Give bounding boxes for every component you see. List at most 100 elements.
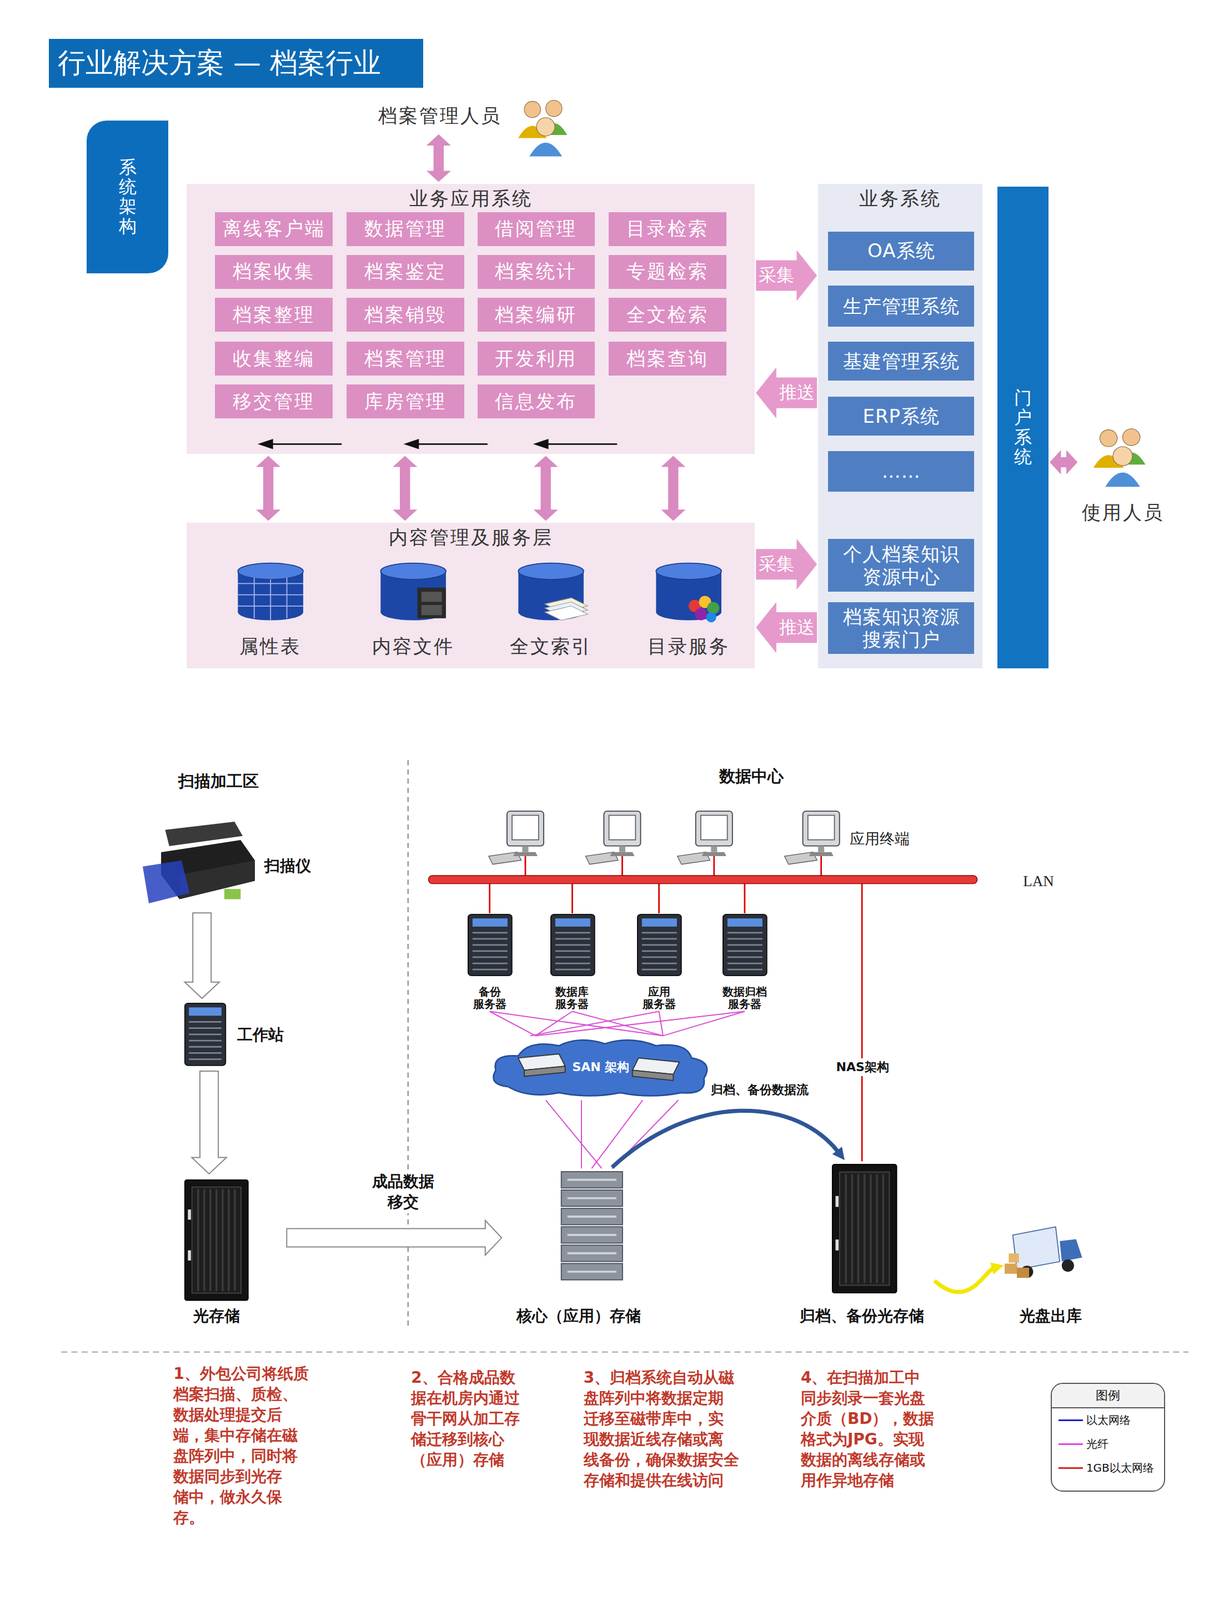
node-text: 借阅管理 (494, 216, 578, 242)
dbg-icon (233, 560, 308, 625)
arrow-head (832, 1146, 845, 1160)
node-text: 使用人员 (1081, 499, 1165, 526)
legend-text: 光纤 (1086, 1436, 1109, 1452)
node-box: 信息发布 (477, 384, 595, 419)
dbp-icon (514, 560, 588, 625)
art-part (567, 1178, 616, 1181)
node-text: 数据归档 服务器 (720, 985, 770, 1010)
node-text: 专题检索 (626, 258, 709, 285)
art-part (1016, 1266, 1030, 1277)
node-text: 档案销毁 (364, 302, 447, 328)
edge-label: 归档、备份数据流 (709, 1080, 811, 1099)
art-part (621, 855, 624, 876)
stack-icon (559, 1171, 625, 1282)
art-part (188, 1026, 222, 1029)
art-part (560, 1262, 622, 1279)
node-box: 档案知识资源 搜索门户 (828, 602, 975, 655)
art-part (655, 563, 722, 580)
art-part (545, 99, 563, 117)
art-part (535, 439, 548, 449)
art-part (881, 1174, 885, 1283)
legend-row: 光纤 (1051, 1431, 1165, 1456)
art-part (585, 810, 641, 865)
node-box: 档案管理人员 (369, 99, 511, 133)
art-part (224, 888, 241, 899)
art-part (472, 917, 508, 927)
art-part (188, 1032, 222, 1035)
art-part (215, 1188, 218, 1291)
node-text: 信息发布 (494, 388, 578, 415)
art-part (784, 810, 840, 865)
node-text: 档案管理 (364, 345, 447, 372)
art-part (1122, 428, 1140, 446)
art-part (187, 1209, 192, 1219)
art-part (641, 937, 677, 940)
art-part (268, 443, 342, 445)
legend-title: 图例 (1051, 1383, 1165, 1408)
node-box: 光盘出库 (1004, 1222, 1097, 1327)
art-part (417, 587, 446, 619)
dbf-icon (376, 560, 450, 625)
art-part (550, 914, 595, 976)
art-part (567, 1270, 616, 1273)
art-part (518, 563, 584, 580)
art-part (1012, 1226, 1061, 1269)
server-icon (549, 913, 596, 977)
node-text: 门户系统 (1014, 388, 1032, 467)
legend-row: 1GB以太网络 (1051, 1455, 1165, 1480)
art-part (555, 950, 591, 952)
art-part (835, 1195, 839, 1207)
art-part (727, 968, 763, 971)
art-part (1112, 446, 1133, 466)
fiber-line (591, 1099, 643, 1168)
node-text: 应用 服务器 (640, 985, 679, 1010)
node-text: 收集整编 (232, 345, 315, 372)
node-box: 备份 服务器 (460, 910, 519, 1010)
area-label: 扫描加工区 (178, 770, 259, 793)
node-box: 档案查询 (608, 341, 726, 376)
art-part (727, 931, 763, 934)
art-part (567, 1233, 616, 1236)
flow-path (611, 1110, 839, 1167)
node-box: …… (828, 450, 975, 493)
node-text: 目录服务 (647, 633, 730, 660)
fiber-line (545, 1099, 603, 1168)
server-icon (636, 913, 683, 977)
scanner-icon (142, 821, 258, 909)
art-part (555, 968, 591, 971)
art-part (188, 1039, 222, 1041)
arrow-head (990, 1262, 1004, 1274)
art-part (555, 956, 591, 958)
node-text: 档案编研 (494, 302, 578, 328)
step-note: 3、归档系统自动从磁 盘阵列中将数据定期 迁移至磁带库中，实 现数据近线存储或离… (583, 1366, 744, 1491)
art-part (197, 1188, 235, 1291)
node-text: 归档、备份光存储 (799, 1305, 925, 1327)
node-box: 数据管理 (346, 212, 464, 247)
double-arrow (1049, 449, 1078, 475)
flow-curve (934, 1262, 1005, 1292)
art-part (421, 604, 443, 615)
art-part (844, 1174, 847, 1283)
rack-icon (183, 1178, 250, 1301)
art-part (61, 1351, 1189, 1353)
node-box: 全文检索 (608, 297, 726, 332)
edge-label: 成品数据 移交 (367, 1170, 439, 1213)
art-part (1099, 429, 1117, 447)
art-part (472, 950, 508, 952)
dbc-icon (651, 560, 726, 625)
node-text: 基建管理系统 (843, 349, 960, 373)
node-text: 内容管理及服务层 (388, 522, 554, 551)
node-text: 开发利用 (494, 345, 578, 372)
node-text: 光盘出库 (1019, 1305, 1082, 1327)
node-text: ERP系统 (863, 404, 941, 428)
art-part (414, 443, 488, 445)
node-box: 核心（应用）存储 (504, 1167, 653, 1327)
step-note: 2、合格成品数 据在机房内通过 骨干网从加工存 储迁移到核心 （应用）存储 (410, 1366, 525, 1470)
art-part (677, 810, 733, 865)
node-box: 系统架构 (86, 120, 169, 274)
node-text: 备份 服务器 (470, 985, 509, 1010)
node-box: 档案销毁 (346, 297, 464, 332)
art-part (472, 932, 508, 970)
art-part (641, 931, 677, 934)
